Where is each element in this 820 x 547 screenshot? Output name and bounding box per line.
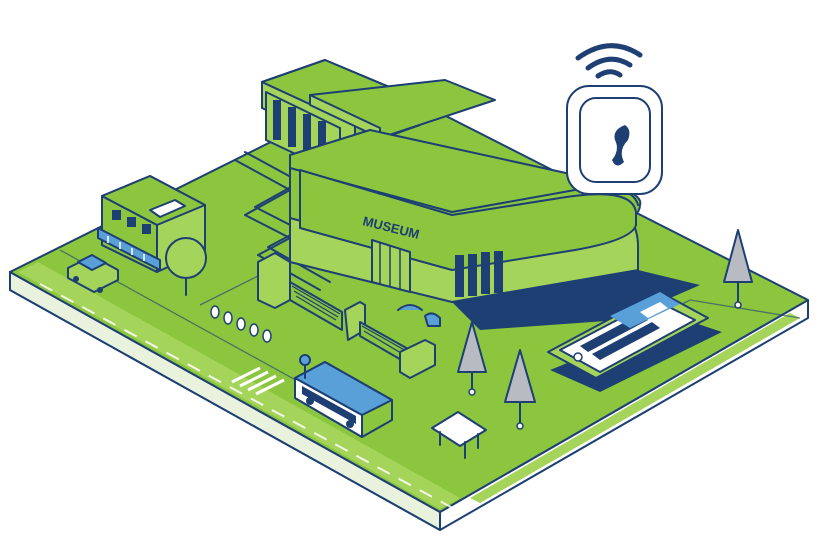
tree-icon: [504, 349, 536, 430]
stairs-and-ramps: [234, 151, 436, 379]
beacon-device-icon: [566, 85, 663, 195]
road: [18, 262, 800, 513]
bench: [397, 304, 441, 327]
bus-icon: [294, 361, 393, 438]
round-tree: [165, 237, 207, 296]
bus-stop-sign: [299, 354, 311, 379]
small-building: [97, 175, 206, 273]
tree-icon: [723, 229, 753, 309]
museum-building: MUSEUM: [261, 59, 700, 330]
car-icon: [67, 254, 119, 293]
smartphone-icon: [547, 291, 722, 392]
museum-windows: [455, 251, 503, 297]
museum-entrance: [371, 239, 411, 293]
crosswalk: [231, 366, 285, 396]
wifi-icon: [575, 43, 643, 79]
bus-shelter: [431, 411, 487, 459]
bollards: [210, 305, 272, 343]
tree-icon: [457, 321, 487, 396]
